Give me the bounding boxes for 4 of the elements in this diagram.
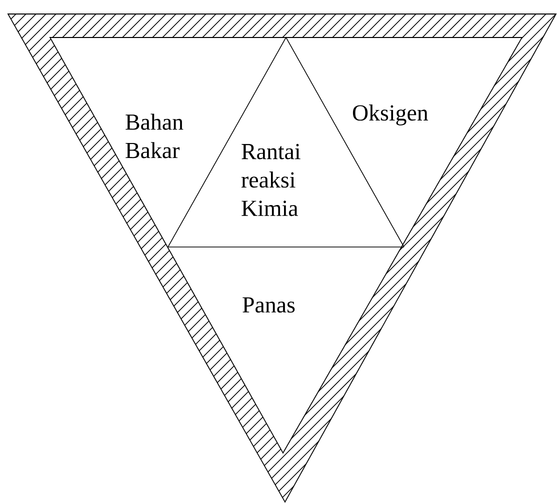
- region-label: Oksigen: [352, 104, 428, 126]
- region-label: Rantai reaksi Kimia: [241, 144, 300, 216]
- region-label: Panas: [242, 297, 295, 313]
- region-label: Bahan Bakar: [126, 114, 184, 158]
